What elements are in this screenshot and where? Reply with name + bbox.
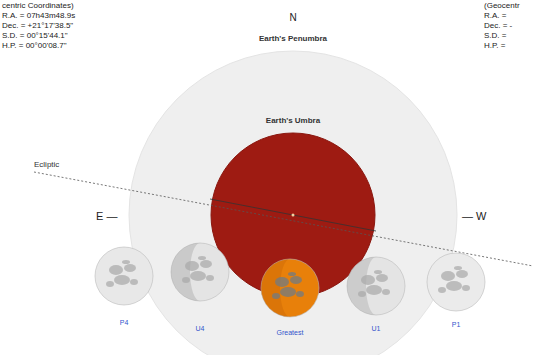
compass-label: N bbox=[289, 12, 296, 24]
coord-value: H.P. = 00°00'08.7" bbox=[2, 41, 67, 51]
ecliptic-line bbox=[210, 199, 376, 231]
phase-label: U1 bbox=[372, 324, 381, 333]
moon-phase bbox=[95, 247, 153, 305]
coord-value: R.A. = bbox=[484, 11, 506, 21]
shadow-center bbox=[292, 214, 295, 217]
moon-phase bbox=[261, 259, 319, 317]
coord-heading: (Geocentr bbox=[484, 1, 520, 11]
coord-heading: centric Coordinates) bbox=[2, 1, 74, 11]
coord-value: Dec. = - bbox=[484, 21, 512, 31]
phase-label: Greatest bbox=[277, 328, 304, 337]
phase-label: P1 bbox=[452, 320, 461, 329]
phase-label: P4 bbox=[120, 318, 129, 327]
moon-phase bbox=[347, 257, 405, 315]
coord-value: Dec. = +21°17'38.5" bbox=[2, 21, 73, 31]
coord-value: S.D. = 00°15'44.1" bbox=[2, 31, 68, 41]
coord-value: H.P. = bbox=[484, 41, 505, 51]
coord-value: R.A. = 07h43m48.9s bbox=[2, 11, 75, 21]
circle-fill bbox=[129, 51, 457, 355]
moon-phase bbox=[427, 253, 485, 311]
phase-label: U4 bbox=[196, 324, 205, 333]
region-heading: Earth's Umbra bbox=[266, 116, 320, 126]
coord-value: S.D. = bbox=[484, 31, 506, 41]
region-heading: Earth's Penumbra bbox=[259, 34, 327, 44]
ecliptic-label: Ecliptic bbox=[34, 160, 59, 170]
compass-label: — W bbox=[462, 210, 486, 223]
moon-phase bbox=[171, 243, 229, 301]
compass-label: E — bbox=[96, 210, 117, 223]
